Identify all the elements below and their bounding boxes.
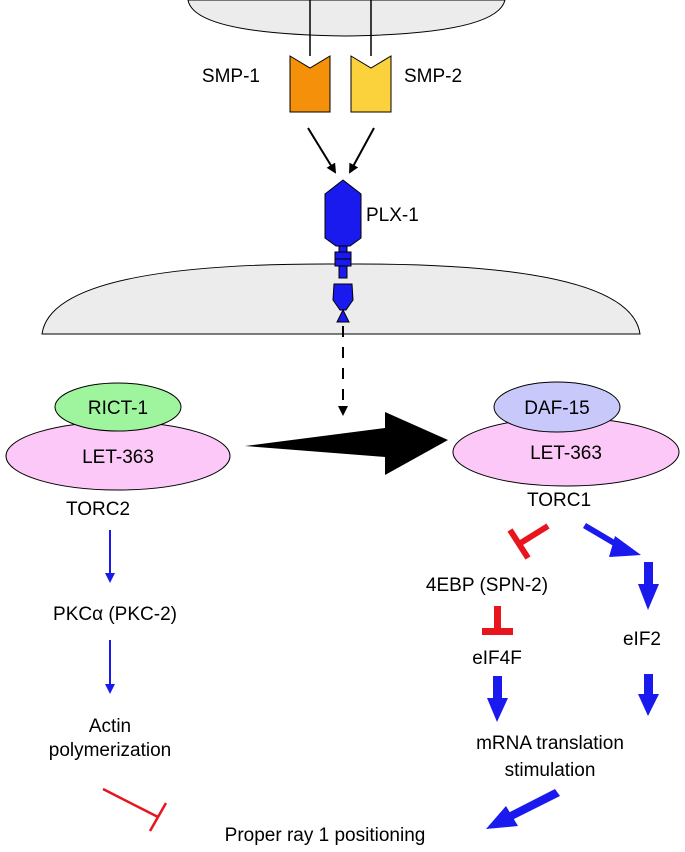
eif2-to-mrna-arrow [638,674,659,716]
eif4f-label: eIF4F [472,648,522,669]
mrna-label-line2: stimulation [505,760,596,781]
torc1-complex [452,381,680,487]
plx1-receptor [324,179,362,323]
torc2-complex [5,382,231,491]
daf15-ellipse [493,381,621,433]
eif2-label: eIF2 [623,629,661,650]
signaling-cell-membrane [187,0,506,37]
smp2-ligand [350,0,392,113]
smp1-shape [289,55,331,113]
plx1-transmembrane-1 [334,251,352,260]
fourebp-inhibit-eif4f-symbol [482,606,513,635]
let363-right-label: LET-363 [530,443,602,464]
proper-ray-label: Proper ray 1 positioning [225,825,426,846]
torc1-to-eif2-arrow [583,523,641,557]
plx1-stalk [338,265,348,279]
actin-inhibit-ray-symbol [102,787,168,832]
daf15-label: DAF-15 [524,398,589,419]
plx1-tail [336,308,350,323]
plx1-transmembrane-2 [334,258,352,267]
actin-label-line1: Actin [89,716,131,737]
torc2-to-torc1-big-arrow [245,412,448,475]
smp1-to-plx1-arrow [307,127,337,174]
eif2-down-arrow [638,562,659,610]
actin-label-line2: polymerization [49,740,172,761]
rict1-ellipse [54,382,182,432]
smp1-label: SMP-1 [202,66,260,87]
plx1-head [324,179,362,247]
rict1-label: RICT-1 [88,398,148,419]
plx1-label: PLX-1 [366,205,419,226]
mrna-label-line1: mRNA translation [476,733,624,754]
torc2-label: TORC2 [66,499,130,520]
smp2-label: SMP-2 [404,66,462,87]
let363-left-label: LET-363 [82,447,154,468]
torc1-inhibit-4ebp-symbol [507,523,550,560]
torc1-label: TORC1 [527,490,591,511]
plx1-neck [338,245,348,253]
smp2-to-plx1-arrow [349,127,375,174]
smp1-ligand [289,0,331,113]
eif4f-to-mrna-arrow [487,676,508,722]
pkc-label: PKCα (PKC-2) [53,604,177,625]
fourebp-label: 4EBP (SPN-2) [426,575,548,596]
mrna-to-ray-arrow [486,789,560,829]
plx1-intracellular [332,283,354,311]
smp2-shape [350,55,392,113]
